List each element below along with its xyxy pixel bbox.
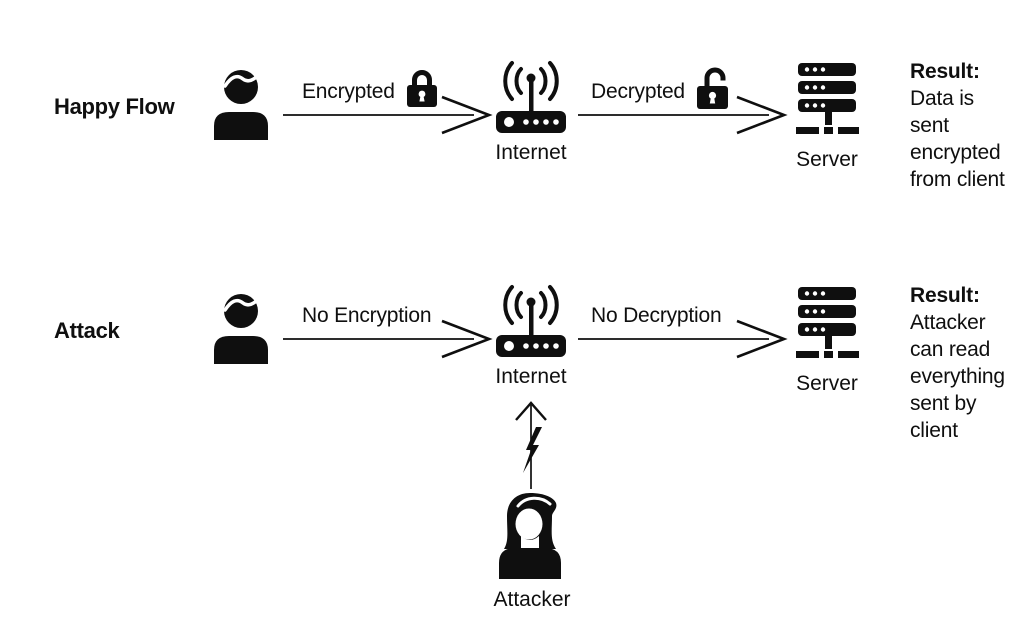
row-title-attack: Attack bbox=[54, 318, 120, 343]
person-icon bbox=[208, 290, 274, 364]
wifi-router-icon bbox=[493, 59, 569, 133]
result-text: Attacker can read everything sent by cli… bbox=[910, 311, 1005, 442]
padlock-open-icon bbox=[696, 63, 736, 110]
server-stack-icon bbox=[792, 62, 862, 136]
padlock-closed-icon bbox=[405, 67, 439, 109]
result-text: Data is sent encrypted from client bbox=[910, 87, 1005, 191]
internet-label: Internet bbox=[495, 141, 567, 164]
row-title-happy-flow: Happy Flow bbox=[54, 94, 175, 119]
attacker-label: Attacker bbox=[493, 588, 571, 611]
happy-flow-row: Happy Flow Encrypted bbox=[0, 0, 1024, 224]
arrow-right-icon bbox=[282, 85, 494, 141]
server-stack-icon bbox=[792, 286, 862, 360]
server-label: Server bbox=[796, 148, 858, 171]
client-arrow-label: No Encryption bbox=[302, 304, 432, 327]
result-block: Result: Attacker can read everything sen… bbox=[910, 282, 1022, 444]
lightning-bolt-up-arrow-icon bbox=[511, 399, 551, 491]
result-block: Result: Data is sent encrypted from clie… bbox=[910, 58, 1022, 193]
client-arrow-label: Encrypted bbox=[302, 80, 395, 103]
internet-label: Internet bbox=[495, 365, 567, 388]
server-arrow-label: Decrypted bbox=[591, 80, 685, 103]
attack-row: Attack No Encryption bbox=[0, 224, 1024, 448]
result-title: Result: bbox=[910, 284, 980, 307]
woman-icon bbox=[496, 491, 564, 579]
arrow-right-icon bbox=[577, 85, 789, 141]
wifi-router-icon bbox=[493, 283, 569, 357]
arrow-right-icon bbox=[282, 309, 494, 365]
server-label: Server bbox=[796, 372, 858, 395]
server-arrow-label: No Decryption bbox=[591, 304, 722, 327]
person-icon bbox=[208, 66, 274, 140]
result-title: Result: bbox=[910, 60, 980, 83]
arrow-right-icon bbox=[577, 309, 789, 365]
